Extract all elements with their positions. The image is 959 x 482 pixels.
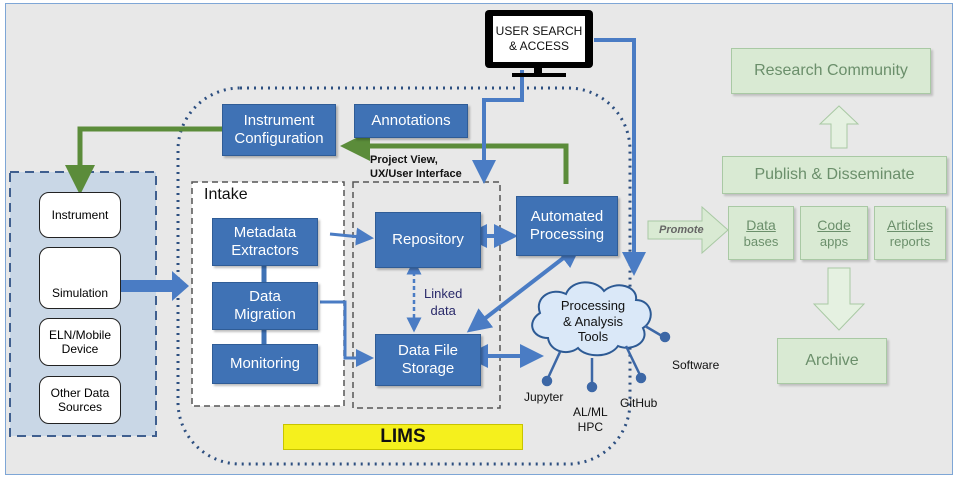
jupyter-label: Jupyter bbox=[524, 390, 564, 404]
data-migration-box: Data Migration bbox=[212, 282, 318, 330]
alml-line1: AL/ML bbox=[573, 405, 608, 419]
databases-title: Data bbox=[746, 216, 776, 233]
metadata-line2: Extractors bbox=[231, 242, 299, 259]
simulation-source: Simulation bbox=[39, 247, 121, 309]
repository-label: Repository bbox=[392, 231, 464, 248]
user-search-line2: & ACCESS bbox=[508, 39, 570, 53]
instrument-config-line1: Instrument bbox=[243, 112, 315, 129]
annotations-label: Annotations bbox=[371, 112, 451, 129]
metadata-line1: Metadata bbox=[233, 224, 297, 241]
project-view-line2: UX/User Interface bbox=[370, 167, 462, 180]
archive-box: Archive bbox=[777, 338, 887, 384]
intake-title: Intake bbox=[204, 186, 248, 203]
code-box: Code apps bbox=[800, 206, 868, 260]
archive-label: Archive bbox=[805, 352, 859, 370]
software-label: Software bbox=[672, 358, 720, 372]
code-title: Code bbox=[817, 216, 851, 233]
cloud-line1: Processing bbox=[560, 298, 626, 313]
automated-processing-box: Automated Processing bbox=[516, 196, 618, 256]
eln-source: ELN/Mobile Device bbox=[39, 318, 121, 366]
linked-line1: Linked bbox=[424, 286, 463, 301]
storage-line2: Storage bbox=[401, 360, 455, 377]
other-label-line2: Sources bbox=[57, 400, 103, 414]
linked-data-label: Linked data bbox=[424, 286, 462, 320]
linked-line2: data bbox=[430, 302, 456, 318]
instrument-label: Instrument bbox=[51, 207, 109, 222]
migration-line1: Data bbox=[249, 288, 281, 305]
metadata-extractors-box: Metadata Extractors bbox=[212, 218, 318, 266]
alml-line2: HPC bbox=[577, 420, 604, 434]
user-search-label: USER SEARCH & ACCESS bbox=[493, 16, 585, 62]
annotations-box: Annotations bbox=[354, 104, 468, 138]
data-file-storage-box: Data File Storage bbox=[375, 334, 481, 386]
cloud-line2: & Analysis bbox=[563, 313, 623, 329]
databases-box: Data bases bbox=[728, 206, 794, 260]
lims-label: LIMS bbox=[283, 424, 523, 450]
project-view-label: Project View, UX/User Interface bbox=[370, 154, 462, 182]
automated-line1: Automated bbox=[530, 208, 604, 225]
publish-label: Publish & Disseminate bbox=[754, 166, 915, 184]
user-search-monitor: USER SEARCH & ACCESS bbox=[485, 10, 593, 68]
tools-cloud-label: Processing & Analysis Tools bbox=[548, 298, 638, 345]
research-community-label: Research Community bbox=[754, 62, 908, 80]
articles-title: Articles bbox=[887, 216, 933, 233]
project-view-line1: Project View, bbox=[370, 154, 438, 166]
repository-box: Repository bbox=[375, 212, 481, 268]
code-sub: apps bbox=[819, 233, 849, 249]
eln-label-line2: Device bbox=[61, 342, 99, 356]
articles-box: Articles reports bbox=[874, 206, 946, 260]
user-search-line1: USER SEARCH bbox=[495, 24, 583, 38]
other-sources: Other Data Sources bbox=[39, 376, 121, 424]
simulation-label: Simulation bbox=[51, 285, 109, 300]
instrument-source: Instrument bbox=[39, 192, 121, 238]
publish-disseminate-box: Publish & Disseminate bbox=[722, 156, 947, 194]
instrument-config-line2: Configuration bbox=[234, 130, 324, 147]
promote-label: Promote bbox=[659, 224, 704, 236]
other-label-line1: Other Data bbox=[50, 385, 110, 400]
automated-line2: Processing bbox=[529, 226, 605, 243]
monitoring-box: Monitoring bbox=[212, 344, 318, 384]
eln-label-line1: ELN/Mobile bbox=[48, 327, 112, 342]
databases-sub: bases bbox=[743, 233, 779, 249]
monitoring-label: Monitoring bbox=[229, 355, 301, 372]
migration-line2: Migration bbox=[234, 306, 296, 323]
instrument-configuration-box: Instrument Configuration bbox=[222, 104, 336, 156]
monitor-stand bbox=[512, 73, 566, 77]
alml-label: AL/ML HPC bbox=[573, 405, 608, 435]
research-community-box: Research Community bbox=[731, 48, 931, 94]
articles-sub: reports bbox=[889, 233, 931, 249]
storage-line1: Data File bbox=[397, 342, 459, 359]
cloud-line3: Tools bbox=[577, 329, 609, 345]
github-label: GitHub bbox=[620, 396, 658, 410]
monitor-neck bbox=[534, 68, 542, 74]
